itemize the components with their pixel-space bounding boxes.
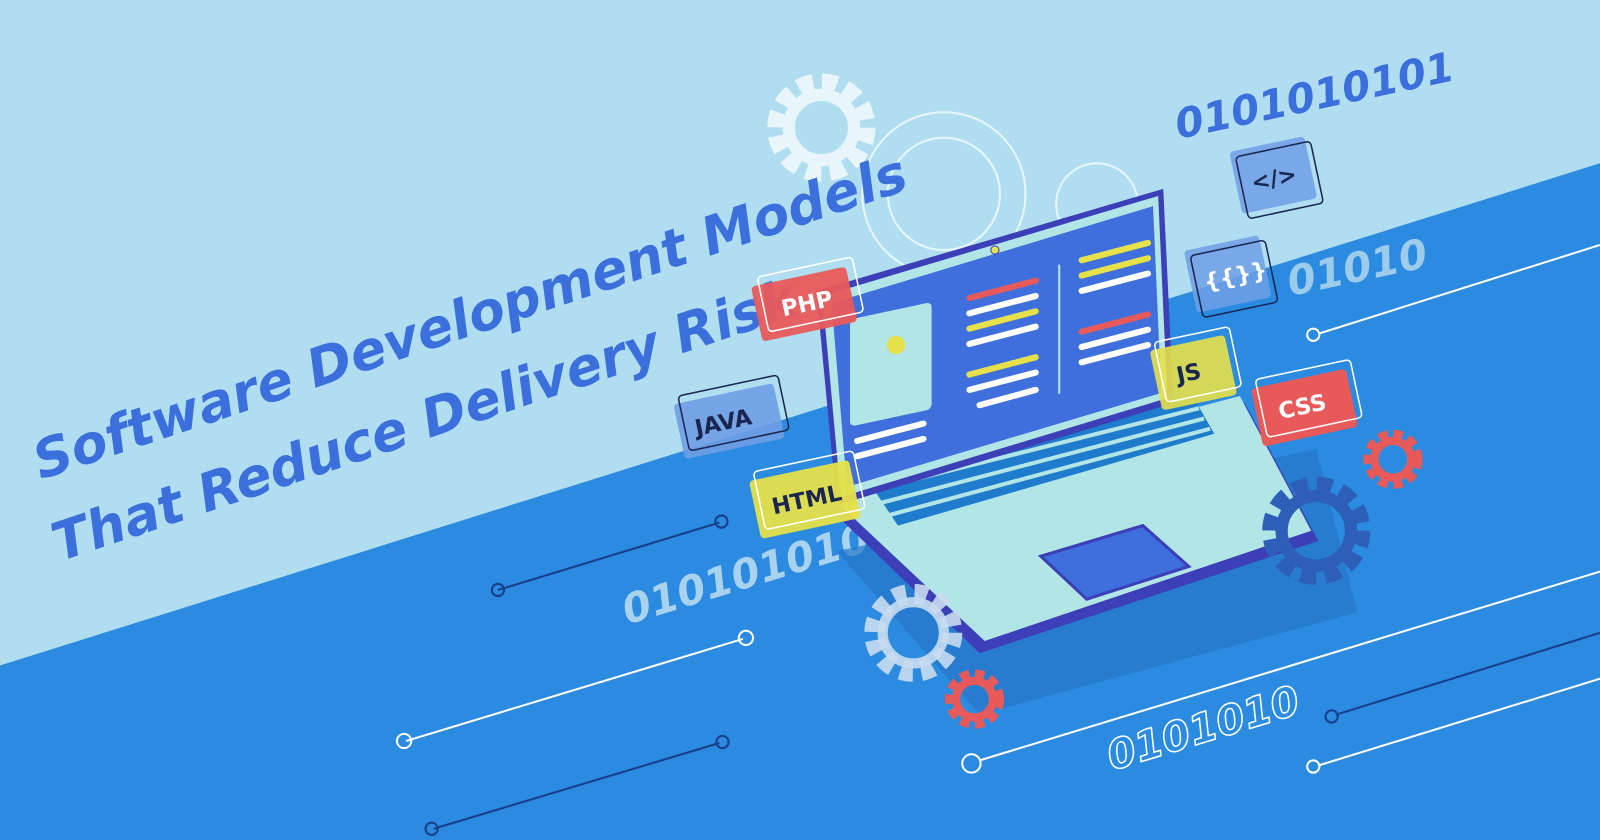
braces-tag: {{}} — [1184, 235, 1279, 318]
html-tag: HTML — [749, 450, 866, 539]
circuit-lines — [395, 243, 1600, 836]
java-tag: JAVA — [674, 374, 790, 459]
markup-tag: </> — [1229, 136, 1324, 219]
image-icon — [850, 303, 932, 426]
gear-icon — [944, 669, 1005, 729]
touchpad — [1037, 523, 1192, 601]
webcam-icon — [990, 245, 1000, 255]
php-tag: PHP — [751, 256, 864, 341]
gear-icon — [1262, 476, 1371, 585]
gear-icon — [864, 583, 963, 682]
gear-icon — [1363, 429, 1423, 489]
sun-icon — [886, 335, 906, 355]
laptop — [816, 188, 1319, 654]
laptop-keyboard-deck — [836, 396, 1312, 641]
css-tag: CSS — [1251, 359, 1363, 446]
gear-icon — [767, 73, 876, 182]
code-lines — [854, 239, 1152, 460]
js-tag: JS — [1150, 326, 1242, 410]
